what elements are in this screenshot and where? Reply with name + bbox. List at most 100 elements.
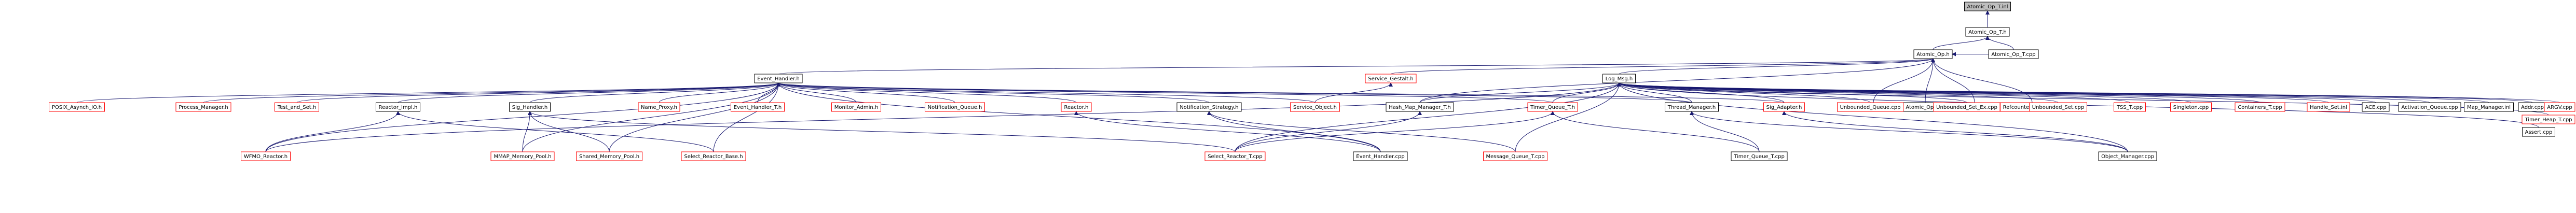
node-singleton-cpp[interactable]: Singleton.cpp	[2170, 102, 2212, 112]
node-label: Select_Reactor_T.cpp	[1208, 154, 1263, 160]
node-notification-queue-h[interactable]: Notification_Queue.h	[925, 102, 985, 112]
node-tss-t-cpp[interactable]: TSS_T.cpp	[2114, 102, 2146, 112]
edge-timer-queue-t-h-to-select-reactor-t-cpp	[1235, 111, 1555, 152]
node-ace-cpp[interactable]: ACE.cpp	[2362, 102, 2390, 112]
node-box	[2098, 151, 2157, 161]
node-unbounded-queue-cpp[interactable]: Unbounded_Queue.cpp	[1837, 102, 1903, 112]
node-label: Event_Handler_T.h	[734, 105, 782, 110]
node-select-reactor-base-h[interactable]: Select_Reactor_Base.h	[681, 151, 746, 161]
node-label: Singleton.cpp	[2173, 105, 2209, 110]
node-message-queue-t-cpp[interactable]: Message_Queue_T.cpp	[1483, 151, 1547, 161]
node-box	[576, 151, 642, 161]
node-activation-queue-cpp[interactable]: Activation_Queue.cpp	[2398, 102, 2461, 112]
edge-event-handler-h-to-mmap-memory-pool-h	[522, 82, 780, 152]
node-label: Test_and_Set.h	[277, 105, 316, 110]
node-label: Process_Manager.h	[179, 105, 228, 110]
node-addr-cpp[interactable]: Addr.cpp	[2518, 102, 2547, 112]
node-box	[1527, 102, 1578, 112]
edge-event-handler-h-to-test-and-set-h	[296, 82, 780, 103]
node-service-gestalt-h[interactable]: Service_Gestalt.h	[1365, 74, 1417, 83]
node-mmap-memory-pool-h[interactable]: MMAP_Memory_Pool.h	[490, 151, 555, 161]
edge-sig-handler-h-to-shared-memory-pool-h	[528, 111, 610, 152]
node-assert-cpp[interactable]: Assert.cpp	[2522, 127, 2555, 137]
node-atomic-op-t-inl[interactable]: Atomic_Op_T.inl	[1964, 2, 2011, 11]
node-box	[175, 102, 231, 112]
edge-sig-handler-h-to-mmap-memory-pool-h	[522, 111, 532, 152]
node-box	[1988, 49, 2039, 59]
node-unbounded-set-cpp[interactable]: Unbounded_Set.cpp	[2029, 102, 2087, 112]
node-box	[2522, 127, 2555, 137]
node-timer-queue-t-cpp[interactable]: Timer_Queue_T.cpp	[1731, 151, 1788, 161]
node-reactor-impl-h[interactable]: Reactor_Impl.h	[376, 102, 420, 112]
node-shared-memory-pool-h[interactable]: Shared_Memory_Pool.h	[576, 151, 642, 161]
node-box	[509, 102, 551, 112]
node-sig-adapter-h[interactable]: Sig_Adapter.h	[1763, 102, 1805, 112]
node-label: Unbounded_Queue.cpp	[1840, 105, 1901, 110]
node-unbounded-set-ex-cpp[interactable]: Unbounded_Set_Ex.cpp	[1933, 102, 2000, 112]
node-event-handler-h[interactable]: Event_Handler.h	[754, 74, 803, 83]
node-handle-set-inl[interactable]: Handle_Set.inl	[2307, 102, 2350, 112]
node-box	[241, 151, 291, 161]
edge-event-handler-h-to-posix-asynch-io-h	[76, 82, 780, 103]
edge-reactor-impl-h-to-select-reactor-base-h	[396, 111, 714, 152]
node-timer-heap-t-cpp[interactable]: Timer_Heap_T.cpp	[2522, 115, 2575, 124]
node-process-manager-h[interactable]: Process_Manager.h	[175, 102, 231, 112]
node-box	[831, 102, 881, 112]
node-atomic-op-t-cpp[interactable]: Atomic_Op_T.cpp	[1988, 49, 2039, 59]
edge-event-handler-h-to-notification-queue-h	[776, 82, 955, 103]
node-event-handler-t-h[interactable]: Event_Handler_T.h	[731, 102, 785, 112]
node-posix-asynch-io-h[interactable]: POSIX_Asynch_IO.h	[49, 102, 105, 112]
node-box	[2544, 102, 2575, 112]
node-box	[2114, 102, 2146, 112]
node-thread-manager-h[interactable]: Thread_Manager.h	[1665, 102, 1719, 112]
node-test-and-set-h[interactable]: Test_and_Set.h	[275, 102, 319, 112]
node-box	[2029, 102, 2087, 112]
node-label: Shared_Memory_Pool.h	[579, 154, 639, 160]
node-monitor-admin-h[interactable]: Monitor_Admin.h	[831, 102, 881, 112]
node-timer-queue-t-h[interactable]: Timer_Queue_T.h	[1527, 102, 1578, 112]
edge-reactor-impl-h-to-wfmo-reactor-h	[265, 111, 400, 152]
node-sig-handler-h[interactable]: Sig_Handler.h	[509, 102, 551, 112]
node-label: Atomic_Op_T.h	[1968, 30, 2006, 35]
node-box	[2398, 102, 2461, 112]
node-containers-t-cpp[interactable]: Containers_T.cpp	[2235, 102, 2285, 112]
node-reactor-h[interactable]: Reactor.h	[1061, 102, 1092, 112]
node-hash-map-manager-t-h[interactable]: Hash_Map_Manager_T.h	[1386, 102, 1454, 112]
node-label: Event_Handler.cpp	[1356, 154, 1404, 160]
node-name-proxy-h[interactable]: Name_Proxy.h	[638, 102, 680, 112]
edge-log-msg-h-to-handle-set-inl	[1617, 82, 2329, 103]
node-atomic-op-h[interactable]: Atomic_Op.h	[1913, 49, 1953, 59]
node-label: Object_Manager.cpp	[2101, 154, 2154, 160]
node-label: TSS_T.cpp	[2116, 105, 2143, 110]
node-box	[1365, 74, 1417, 83]
node-box	[1483, 151, 1547, 161]
node-box	[1353, 151, 1408, 161]
node-event-handler-cpp[interactable]: Event_Handler.cpp	[1353, 151, 1408, 161]
node-box	[2362, 102, 2390, 112]
node-map-manager-inl[interactable]: Map_Manager.inl	[2464, 102, 2514, 112]
node-atomic-op-t-h[interactable]: Atomic_Op_T.h	[1965, 27, 2010, 37]
node-select-reactor-t-cpp[interactable]: Select_Reactor_T.cpp	[1204, 151, 1266, 161]
edge-event-handler-h-to-monitor-admin-h	[776, 82, 857, 103]
node-wfmo-reactor-h[interactable]: WFMO_Reactor.h	[241, 151, 291, 161]
edge-log-msg-h-to-ace-cpp	[1617, 82, 2376, 103]
edge-timer-queue-t-h-to-timer-queue-t-cpp	[1551, 111, 1760, 152]
edge-log-msg-h-to-hash-map-manager-t-h	[1419, 82, 1621, 103]
node-label: Service_Gestalt.h	[1368, 76, 1413, 82]
node-log-msg-h[interactable]: Log_Msg.h	[1602, 74, 1636, 83]
node-box	[1913, 49, 1953, 59]
node-box	[2464, 102, 2514, 112]
edge-event-handler-h-to-name-proxy-h	[659, 82, 780, 103]
edge-event-handler-h-to-event-handler-cpp	[776, 82, 1381, 152]
node-object-manager-cpp[interactable]: Object_Manager.cpp	[2098, 151, 2157, 161]
edge-log-msg-h-to-containers-t-cpp	[1617, 82, 2260, 103]
node-notification-strategy-h[interactable]: Notification_Strategy.h	[1176, 102, 1242, 112]
node-service-object-h[interactable]: Service_Object.h	[1290, 102, 1340, 112]
node-box	[49, 102, 105, 112]
node-label: WFMO_Reactor.h	[244, 154, 287, 160]
node-box	[731, 102, 785, 112]
node-label: ARGV.cpp	[2547, 105, 2572, 110]
node-argv-cpp[interactable]: ARGV.cpp	[2544, 102, 2575, 112]
node-label: Activation_Queue.cpp	[2401, 105, 2458, 110]
